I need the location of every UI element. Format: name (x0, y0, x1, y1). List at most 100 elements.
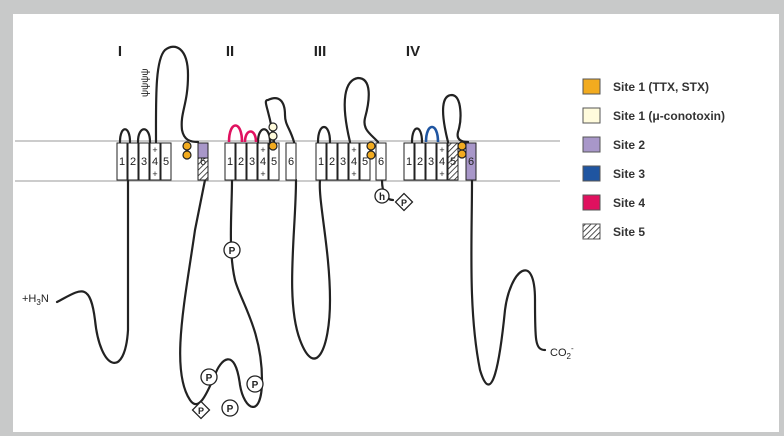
svg-text:P: P (198, 406, 204, 416)
plus-charge: + (260, 169, 265, 179)
domain-1-segment-s4: 4+ + (149, 142, 161, 181)
svg-text:P: P (206, 373, 213, 384)
segment-number: 4 (260, 156, 266, 168)
domain-3-segment-s2: 2 (326, 142, 338, 181)
legend-swatch (582, 107, 601, 124)
domain-2-segment-s2: 2 (235, 142, 247, 181)
domain-iii-p-loop (343, 76, 380, 144)
glycosylation-marks: ψψψψ (140, 68, 151, 97)
domain-ii-p-loop (264, 97, 296, 144)
phospho-circle-1: P (223, 241, 241, 259)
n-terminus-label: +H3N (22, 293, 49, 307)
domain-label-1: I (118, 43, 122, 60)
segment-number: 5 (450, 156, 456, 168)
segment-number: 4 (439, 156, 445, 168)
domain-3-segment-s4: 4+ + (348, 142, 360, 181)
linker-ii-iii (291, 178, 332, 360)
plus-charge: + (351, 169, 356, 179)
domain-iv-extra-loops (410, 127, 424, 144)
segment-number: 1 (227, 156, 233, 168)
plus-charge: + (439, 169, 444, 179)
phospho-diamond-1: P (191, 400, 211, 420)
domain-label-2: II (226, 43, 234, 60)
plus-charge: + (351, 145, 356, 155)
site-4-loop-ii (227, 124, 244, 143)
plus-charge: + (260, 145, 265, 155)
segment-number: 3 (428, 156, 434, 168)
segment-number: 4 (351, 156, 357, 168)
phospho-circle-2: P (200, 368, 218, 386)
domain-2-segment-s4: 4+ + (257, 142, 269, 181)
domain-1-segment-s6: 6 (197, 142, 209, 181)
domain-2-segment-s1: 1 (224, 142, 236, 181)
domain-i-extra-loops (118, 128, 152, 144)
site-1-ttx-markers (182, 141, 467, 160)
segment-number: 1 (318, 156, 324, 168)
domain-iv-p-loop (442, 93, 470, 144)
domain-3-segment-s6: 6 (375, 142, 387, 181)
segment-number: 6 (378, 156, 384, 168)
site-4-loop-ii-b (243, 130, 258, 143)
svg-text:P: P (252, 380, 259, 391)
legend-label: Site 1 (TTX, STX) (613, 80, 709, 94)
c-terminus-label: CO2- (550, 344, 574, 361)
domain-3-segment-s1: 1 (315, 142, 327, 181)
domain-4-segment-s6: 6 (465, 142, 477, 181)
domain-label-3: III (314, 43, 327, 60)
domain-label-4: IV (406, 43, 420, 60)
domain-1-segment-s1: 1 (116, 142, 128, 181)
legend-swatch (582, 136, 601, 153)
legend-label: Site 1 (μ-conotoxin) (613, 109, 725, 123)
legend-item-2: Site 1 (μ-conotoxin) (582, 107, 725, 124)
phosphorylation-sites: P P P P P P h (191, 188, 414, 420)
phospho-diamond-2: P (394, 192, 414, 212)
svg-text:P: P (401, 198, 407, 208)
plus-charge: + (152, 145, 157, 155)
domain-1-segment-s2: 2 (127, 142, 139, 181)
domain-ii-extra-loops (256, 128, 272, 144)
legend-swatch (582, 165, 601, 182)
legend-item-4: Site 3 (582, 165, 645, 182)
svg-text:P: P (229, 246, 236, 257)
domain-4-segment-s5: 5 (447, 142, 459, 181)
phospho-circle-4: P (221, 399, 239, 417)
segment-number: 3 (141, 156, 147, 168)
segment-number: 4 (152, 156, 158, 168)
domain-iii-extra-loops (316, 125, 332, 144)
domain-2-segment-s3: 3 (246, 142, 258, 181)
domain-3-segment-s5: 5 (359, 142, 371, 181)
legend-item-6: Site 5 (582, 223, 645, 240)
legend-label: Site 3 (613, 167, 645, 181)
segment-number: 6 (288, 156, 294, 168)
domain-2-segment-s6: 6 (285, 142, 297, 181)
linker-i-ii (179, 178, 264, 408)
legend-item-5: Site 4 (582, 194, 645, 211)
phospho-circle-3: P (246, 375, 264, 393)
legend-item-1: Site 1 (TTX, STX) (582, 78, 709, 95)
inactivation-gate-h: h (374, 188, 390, 204)
legend-swatch (582, 223, 601, 240)
segment-number: 1 (119, 156, 125, 168)
segment-number: 6 (468, 156, 474, 168)
segment-number: 1 (406, 156, 412, 168)
svg-text:h: h (379, 192, 385, 203)
c-terminal-chain (470, 178, 547, 386)
site-1-conotoxin-markers (268, 122, 278, 141)
legend-swatch (582, 194, 601, 211)
domain-i-p-loop (154, 45, 200, 144)
site-3-loop-iv (424, 125, 440, 143)
segment-number: 3 (340, 156, 346, 168)
plus-charge: + (152, 169, 157, 179)
legend-swatch (582, 78, 601, 95)
diagram-panel (13, 14, 779, 432)
legend-label: Site 4 (613, 196, 645, 210)
domain-1-segment-s5: 5 (160, 142, 172, 181)
legend-item-3: Site 2 (582, 136, 645, 153)
segment-number: 2 (130, 156, 136, 168)
domain-4-segment-s4: 4+ + (436, 142, 448, 181)
domain-4-segment-s3: 3 (425, 142, 437, 181)
domain-1-segment-s3: 3 (138, 142, 150, 181)
legend-label: Site 5 (613, 225, 645, 239)
plus-charge: + (439, 145, 444, 155)
